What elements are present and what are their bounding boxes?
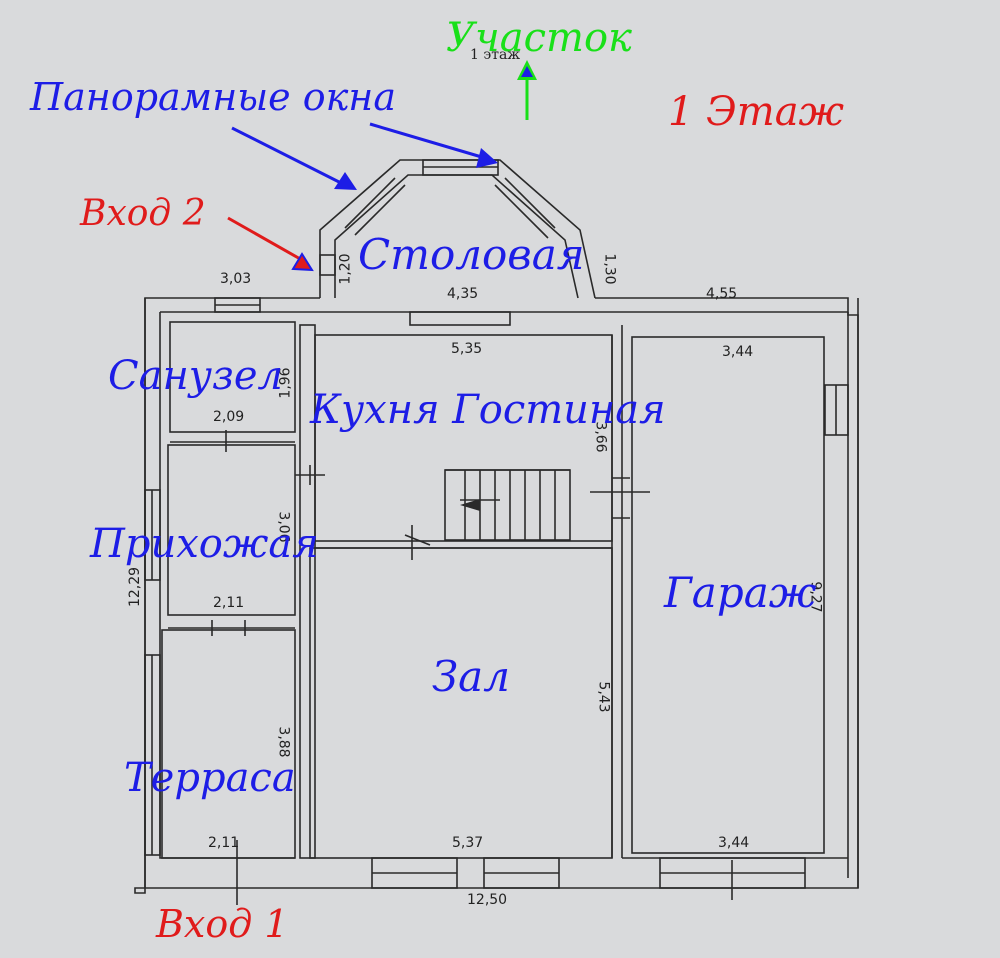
dim-label: 5,43 [595,681,612,713]
hall-label: Зал [432,652,510,701]
sheet-caption: 1 этаж [470,47,521,63]
dim-label: 3,88 [275,726,292,758]
dim-label: 1,30 [601,253,618,285]
dim-label: 1,20 [337,253,354,285]
panoramic-windows-arrows [231,122,498,190]
dim-label: 4,55 [706,286,738,302]
dim-label: 3,44 [718,835,750,851]
panoramic-windows-label: Панорамные окна [30,75,396,119]
garage-label: Гараж [664,568,817,617]
stair-arrow-icon [460,499,480,511]
dim-label: 3,03 [220,271,252,287]
plot-label: Участок [446,15,632,61]
dim-label: 3,44 [722,344,754,360]
entrance-1-label: Вход 1 [156,902,289,946]
dining-room-label: Столовая [358,230,585,279]
dim-label: 2,09 [213,409,245,425]
kitchen-living-label: Кухня Гостиная [310,387,666,433]
plot-arrow [517,60,537,120]
bathroom-label: Санузел [108,353,283,399]
hallway-label: Прихожая [90,521,319,567]
dim-label: 2,11 [208,835,240,851]
entrance-2-arrow [227,216,314,272]
dim-label: 4,35 [447,286,479,302]
dim-label: 12,29 [127,566,144,608]
dim-label: 5,37 [452,835,484,851]
dim-label: 12,50 [467,892,508,908]
entrance-2-label: Вход 2 [80,193,206,234]
dim-label: 5,35 [451,341,483,357]
floor-label: 1 Этаж [668,89,845,135]
dim-label: 2,11 [213,595,245,611]
terrace-label: Терраса [124,755,296,801]
